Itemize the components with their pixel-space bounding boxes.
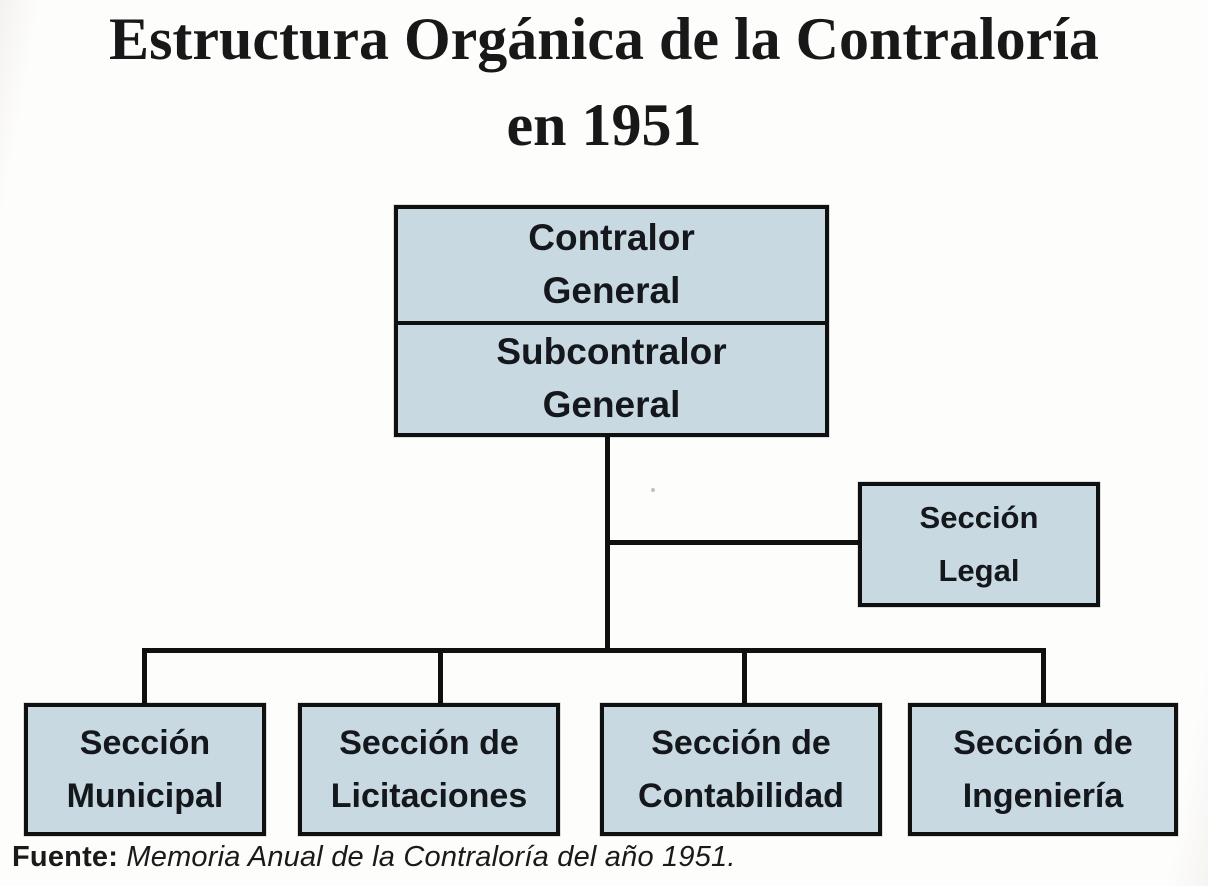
node-cell-subcontralor-general: Subcontralor General [398,321,825,433]
page-title-line-1: Estructura Orgánica de la Contraloría [109,6,1099,72]
source-note-text: Memoria Anual de la Contraloría del año … [126,841,736,873]
node-contralor-general: Contralor General Subcontralor General [394,205,829,437]
scan-artifact-dot [651,488,655,492]
connector-drop-municipal [142,648,147,707]
node-seccion-contabilidad: Sección de Contabilidad [600,703,882,836]
connector-drop-contabilidad [742,648,747,707]
page-title-line-2: en 1951 [506,92,702,158]
connector-drop-ingenieria [1041,648,1046,707]
connector-bus [142,648,1046,653]
source-note-label: Fuente: [12,841,119,873]
connector-drop-licitaciones [438,648,443,707]
node-seccion-municipal: Sección Municipal [24,703,266,836]
source-note: Fuente: Memoria Anual de la Contraloría … [12,841,736,874]
node-seccion-ingenieria: Sección de Ingeniería [908,703,1178,836]
node-seccion-licitaciones: Sección de Licitaciones [298,703,560,836]
connector-legal-branch [607,540,858,545]
node-cell-contralor-general: Contralor General [528,217,695,311]
node-seccion-legal: Sección Legal [858,482,1100,607]
